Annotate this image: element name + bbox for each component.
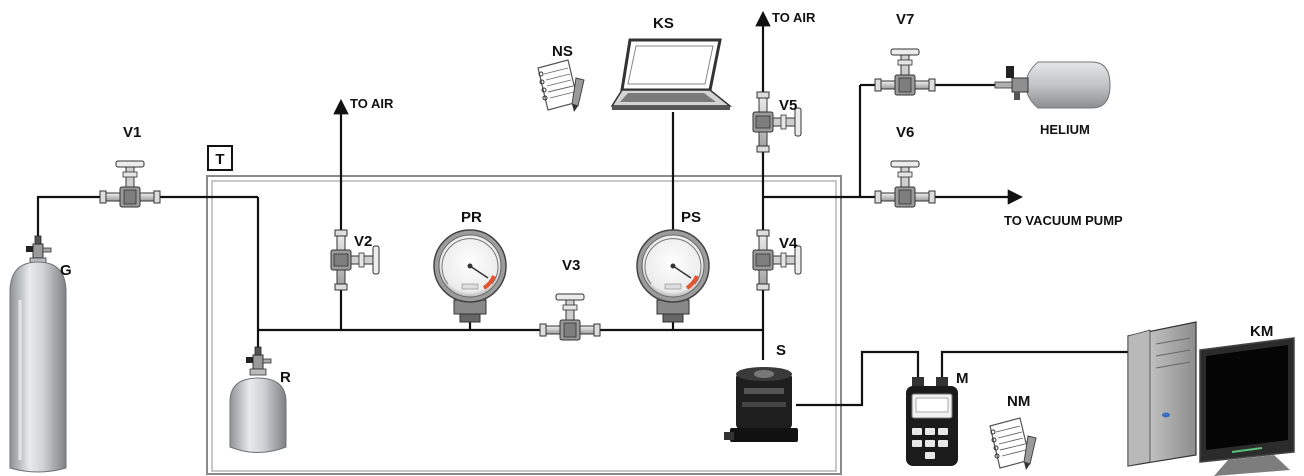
label-v2: V2 xyxy=(354,233,372,250)
valve-v3[interactable] xyxy=(539,293,601,341)
multimeter-m xyxy=(906,377,958,466)
reservoir-r xyxy=(229,346,287,453)
label-helium: HELIUM xyxy=(1040,122,1090,137)
laptop-ks xyxy=(610,38,733,110)
label-ks: KS xyxy=(653,15,674,32)
valve-v1[interactable] xyxy=(99,160,161,208)
label-km: KM xyxy=(1250,323,1273,340)
helium-cylinder xyxy=(994,61,1111,109)
label-ps: PS xyxy=(681,209,701,226)
label-to-air-left: TO AIR xyxy=(350,96,394,111)
valve-v6[interactable] xyxy=(874,160,936,208)
label-g: G xyxy=(60,262,72,279)
enclosure-t xyxy=(206,175,842,475)
label-to-air-top: TO AIR xyxy=(772,10,816,25)
gas-cylinder-g xyxy=(9,235,67,473)
enclosure-label-box: T xyxy=(207,145,233,171)
label-v6: V6 xyxy=(896,124,914,141)
label-v5: V5 xyxy=(779,97,797,114)
valve-v7[interactable] xyxy=(874,48,936,96)
sensor-s xyxy=(724,367,798,442)
label-nm: NM xyxy=(1007,393,1030,410)
label-m: M xyxy=(956,370,969,387)
notepad-ns xyxy=(537,59,585,113)
label-to-vacuum-pump: TO VACUUM PUMP xyxy=(1004,213,1123,228)
computer-km xyxy=(1127,321,1295,476)
label-v3: V3 xyxy=(562,257,580,274)
notepad-nm xyxy=(989,417,1037,471)
label-s: S xyxy=(776,342,786,359)
label-v1: V1 xyxy=(123,124,141,141)
piping xyxy=(36,10,1130,407)
label-r: R xyxy=(280,369,291,386)
label-v7: V7 xyxy=(896,11,914,28)
label-v4: V4 xyxy=(779,235,798,252)
label-pr: PR xyxy=(461,209,482,226)
pressure-gauge-pr xyxy=(432,228,508,324)
labels: G R V1 V2 V3 V4 V5 V6 V7 PR PS NS KS S M… xyxy=(60,10,1273,410)
pressure-gauge-ps xyxy=(635,228,711,324)
label-ns: NS xyxy=(552,43,573,60)
label-t: T xyxy=(215,151,224,168)
